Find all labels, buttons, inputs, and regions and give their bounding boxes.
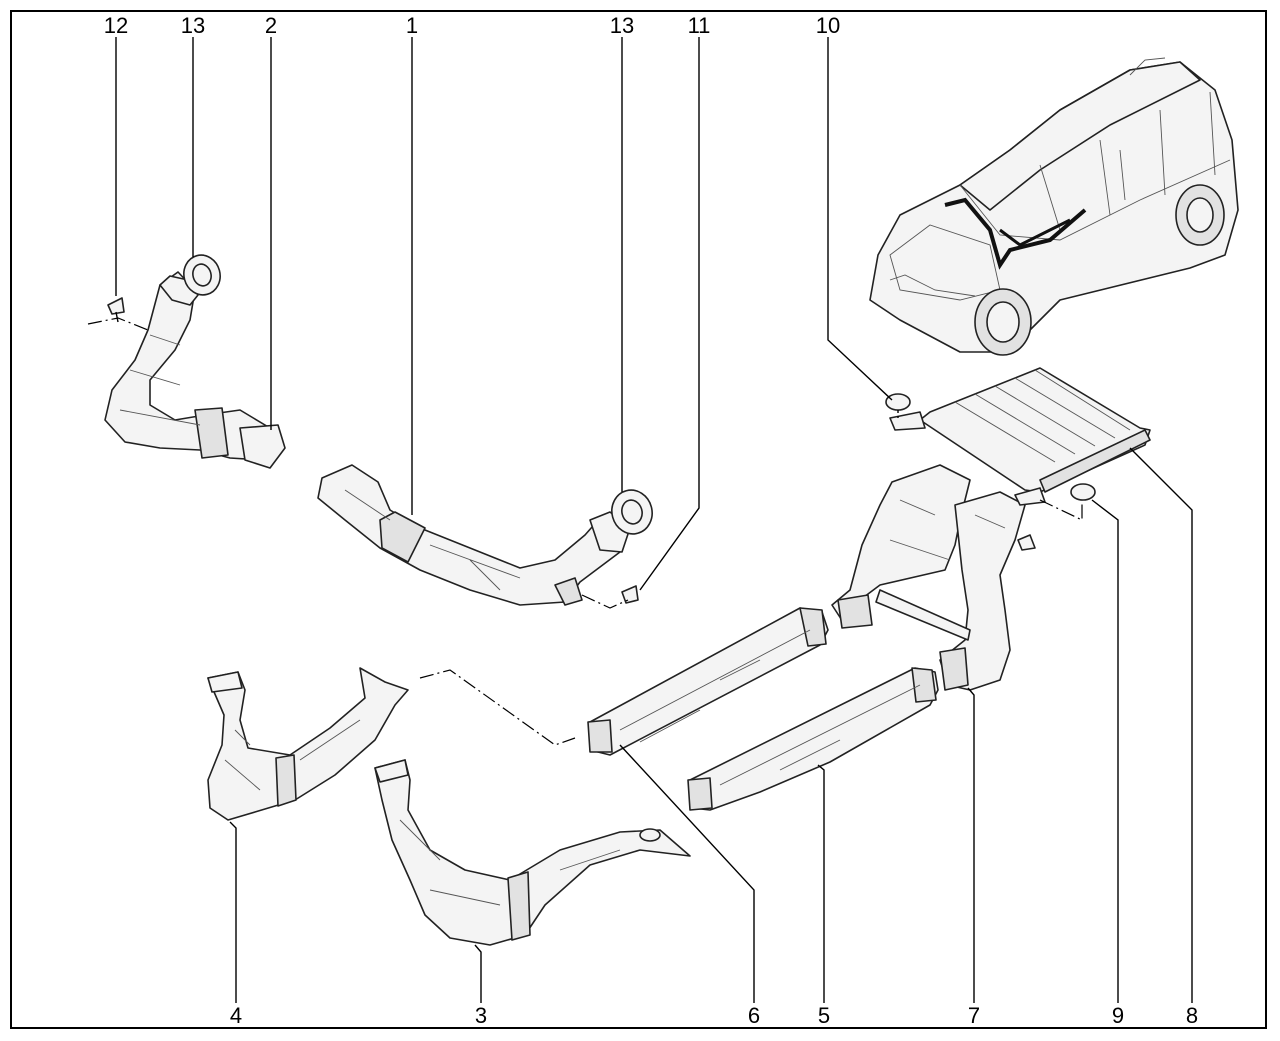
label-13-left: 13 xyxy=(181,13,205,38)
part-13-seal-right xyxy=(611,489,653,535)
leader-lines xyxy=(115,37,1193,1003)
label-13-right: 13 xyxy=(610,13,634,38)
label-1: 1 xyxy=(406,13,418,38)
label-9: 9 xyxy=(1112,1003,1124,1028)
part-13-seal-left xyxy=(183,254,221,296)
part-3-duct xyxy=(374,759,691,946)
part-7-duct xyxy=(831,464,1026,691)
part-11-screw xyxy=(581,585,639,609)
label-10: 10 xyxy=(816,13,840,38)
part-6-duct xyxy=(587,607,829,756)
car-illustration xyxy=(869,57,1239,356)
callout-labels: 12 13 2 1 13 11 10 4 3 6 5 7 9 8 xyxy=(104,13,1198,1028)
label-6: 6 xyxy=(748,1003,760,1028)
part-5-duct xyxy=(687,667,939,811)
part-4-duct xyxy=(207,667,576,821)
part-1-duct xyxy=(317,464,631,606)
part-12-screw xyxy=(87,297,149,331)
part-8-panel xyxy=(889,367,1151,551)
part-9-clip xyxy=(1039,483,1096,521)
label-5: 5 xyxy=(818,1003,830,1028)
label-12: 12 xyxy=(104,13,128,38)
label-11: 11 xyxy=(688,13,711,38)
part-2-duct xyxy=(104,271,286,469)
label-3: 3 xyxy=(475,1003,487,1028)
label-4: 4 xyxy=(230,1003,242,1028)
label-7: 7 xyxy=(968,1003,980,1028)
part-10-clip xyxy=(885,393,911,418)
label-8: 8 xyxy=(1186,1003,1198,1028)
label-2: 2 xyxy=(265,13,277,38)
